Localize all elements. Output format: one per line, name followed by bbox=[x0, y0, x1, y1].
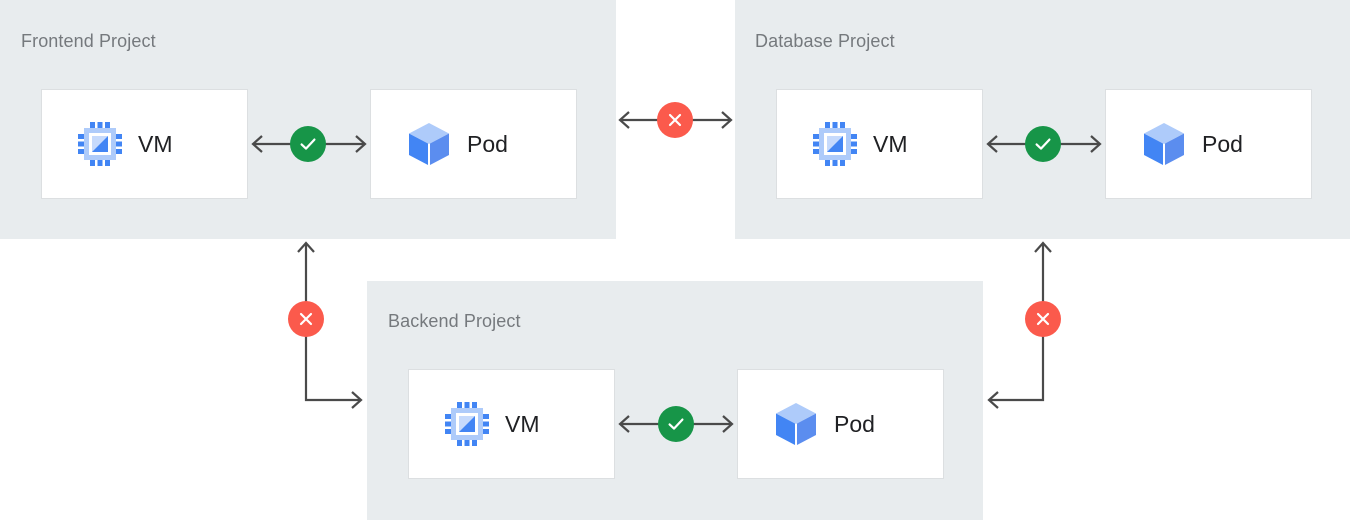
check-circle-icon bbox=[668, 418, 684, 430]
check-circle-icon bbox=[300, 138, 316, 150]
card-backend-pod[interactable]: Pod bbox=[737, 369, 944, 479]
status-badge-database-internal[interactable] bbox=[1025, 126, 1061, 162]
card-label-frontend-pod: Pod bbox=[467, 130, 508, 157]
check-circle-icon bbox=[1035, 138, 1051, 150]
status-badge-frontend-database[interactable] bbox=[657, 102, 693, 138]
status-badge-frontend-internal[interactable] bbox=[290, 126, 326, 162]
card-label-database-pod: Pod bbox=[1202, 130, 1243, 157]
card-label-backend-pod: Pod bbox=[834, 410, 875, 437]
pod-cube-icon bbox=[405, 120, 453, 168]
x-circle-icon bbox=[668, 113, 682, 127]
vm-chip-icon bbox=[443, 400, 491, 448]
pod-cube-icon bbox=[1140, 120, 1188, 168]
vm-chip-icon bbox=[76, 120, 124, 168]
panel-title-frontend: Frontend Project bbox=[21, 31, 156, 51]
x-circle-icon bbox=[299, 312, 313, 326]
status-badge-database-backend[interactable] bbox=[1025, 301, 1061, 337]
card-label-frontend-vm: VM bbox=[138, 130, 173, 157]
pod-cube-icon bbox=[772, 400, 820, 448]
card-backend-vm[interactable]: VM bbox=[408, 369, 615, 479]
card-label-backend-vm: VM bbox=[505, 410, 540, 437]
card-frontend-pod[interactable]: Pod bbox=[370, 89, 577, 199]
card-label-database-vm: VM bbox=[873, 130, 908, 157]
card-database-vm[interactable]: VM bbox=[776, 89, 983, 199]
status-badge-frontend-backend[interactable] bbox=[288, 301, 324, 337]
card-frontend-vm[interactable]: VM bbox=[41, 89, 248, 199]
panel-title-database: Database Project bbox=[755, 31, 895, 51]
panel-title-backend: Backend Project bbox=[388, 311, 521, 331]
x-circle-icon bbox=[1036, 312, 1050, 326]
vm-chip-icon bbox=[811, 120, 859, 168]
status-badge-backend-internal[interactable] bbox=[658, 406, 694, 442]
card-database-pod[interactable]: Pod bbox=[1105, 89, 1312, 199]
